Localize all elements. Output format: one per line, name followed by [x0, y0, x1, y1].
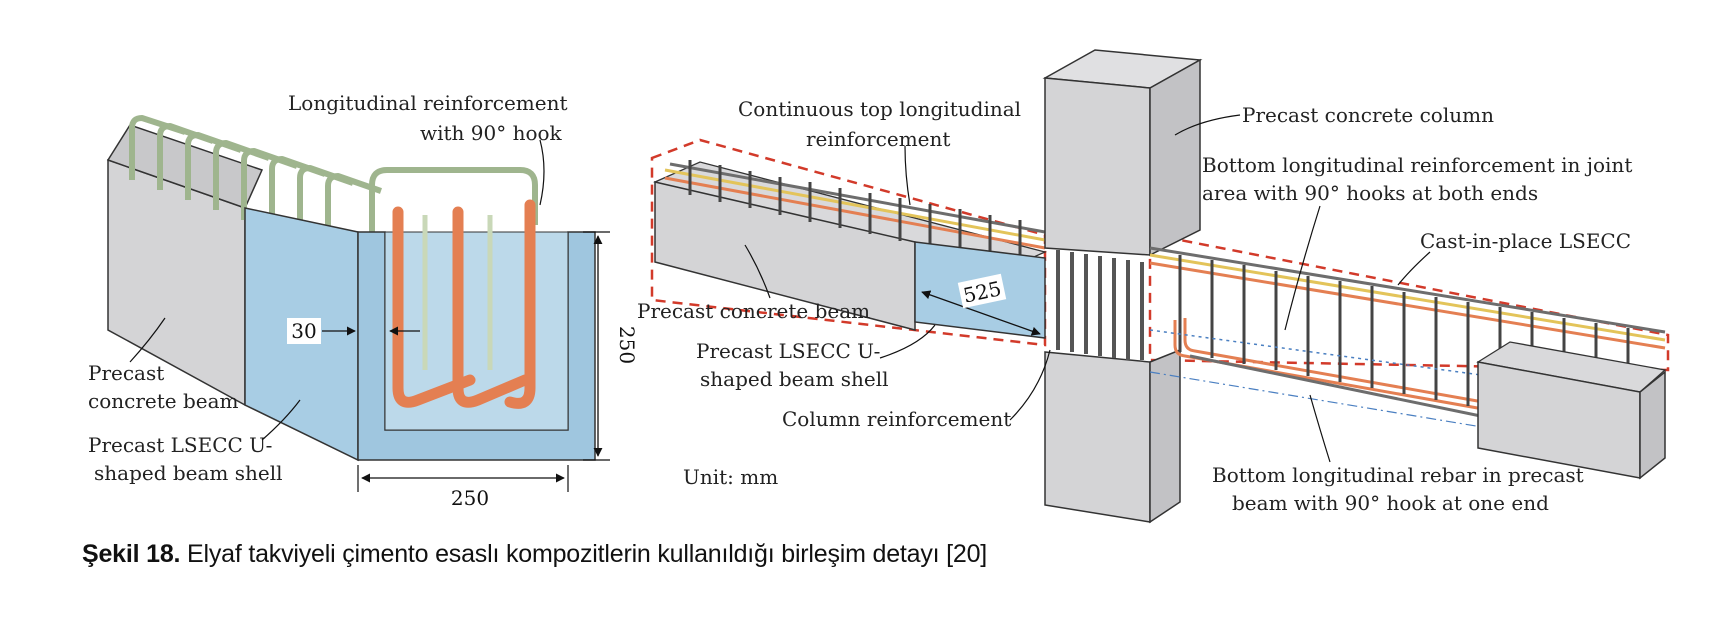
- right-precast-beam-left-front: [654, 181, 916, 331]
- left-label-shell-1: Precast LSECC U-: [88, 433, 272, 457]
- stirrups-right: [1178, 255, 1630, 412]
- label-column-reinf: Column reinforcement: [782, 407, 1011, 431]
- label-shell-right-2: shaped beam shell: [700, 367, 889, 391]
- left-green-legs: [422, 215, 493, 370]
- left-label-shell-2: shaped beam shell: [94, 461, 283, 485]
- left-leader-shell: [261, 399, 301, 441]
- bottom-rebar-right: [1173, 318, 1501, 422]
- left-label-long-reinf-2: with 90° hook: [420, 121, 563, 145]
- beam-centerline: [1149, 329, 1666, 401]
- left-dim-height: 250: [615, 326, 639, 364]
- leader-column: [1174, 114, 1241, 136]
- left-label-precast-beam-2: concrete beam: [88, 389, 239, 413]
- column-lower-front: [1044, 351, 1151, 523]
- left-dim-30: 30: [291, 319, 316, 343]
- right-joint-figure: 525: [637, 49, 1670, 524]
- figure-caption: Şekil 18. Elyaf takviyeli çimento esaslı…: [82, 540, 987, 569]
- leader-precast-beam-right: [744, 244, 771, 299]
- caption-prefix: Şekil 18.: [82, 540, 181, 568]
- column-reinforcement-bars: [1056, 250, 1144, 360]
- label-bottom-joint-1: Bottom longitudinal reinforcement in joi…: [1202, 153, 1632, 177]
- column-upper-side: [1149, 58, 1201, 257]
- left-label-long-reinf-1: Longitudinal reinforcement: [288, 91, 568, 115]
- label-bottom-joint-2: area with 90° hooks at both ends: [1202, 181, 1538, 205]
- top-rebar-right: [1149, 246, 1666, 350]
- label-column: Precast concrete column: [1242, 103, 1494, 127]
- left-stirrup-cage: [129, 115, 538, 400]
- left-leader-precast-beam: [129, 317, 166, 363]
- label-cast-in-place: Cast-in-place LSECC: [1420, 229, 1631, 253]
- label-top-reinf-1: Continuous top longitudinal: [738, 97, 1021, 121]
- column-lower-side: [1149, 348, 1181, 524]
- caption-text: Elyaf takviyeli çimento esaslı kompozitl…: [180, 540, 988, 568]
- left-dim-width: 250: [451, 486, 489, 510]
- label-bottom-rebar-2: beam with 90° hook at one end: [1232, 491, 1549, 515]
- leader-top-reinf: [904, 145, 911, 206]
- label-shell-right-1: Precast LSECC U-: [696, 339, 880, 363]
- leader-bottom-joint: [1284, 205, 1321, 331]
- left-longitudinal-rebar: [392, 199, 536, 409]
- label-unit: Unit: mm: [683, 465, 778, 489]
- stirrups-left: [688, 160, 1022, 268]
- leader-shell-right: [879, 324, 936, 359]
- column-upper-front: [1044, 77, 1151, 256]
- leader-bottom-rebar: [1309, 394, 1331, 463]
- left-label-precast-beam-1: Precast: [88, 361, 164, 385]
- beam-axis-line: [1149, 371, 1501, 431]
- right-precast-beam-right-side: [1639, 370, 1666, 480]
- left-leader-long-reinf: [539, 139, 545, 206]
- top-rebar-left: [664, 162, 1046, 250]
- leader-cast-in-place: [1397, 251, 1431, 286]
- label-precast-beam-right: Precast concrete beam: [637, 299, 870, 323]
- label-top-reinf-2: reinforcement: [806, 127, 950, 151]
- label-bottom-rebar-1: Bottom longitudinal rebar in precast: [1212, 463, 1584, 487]
- leader-column-reinf: [1009, 349, 1051, 421]
- left-beam-shell-figure: 30 250 250 Longitudinal reinforcement wi…: [88, 91, 639, 510]
